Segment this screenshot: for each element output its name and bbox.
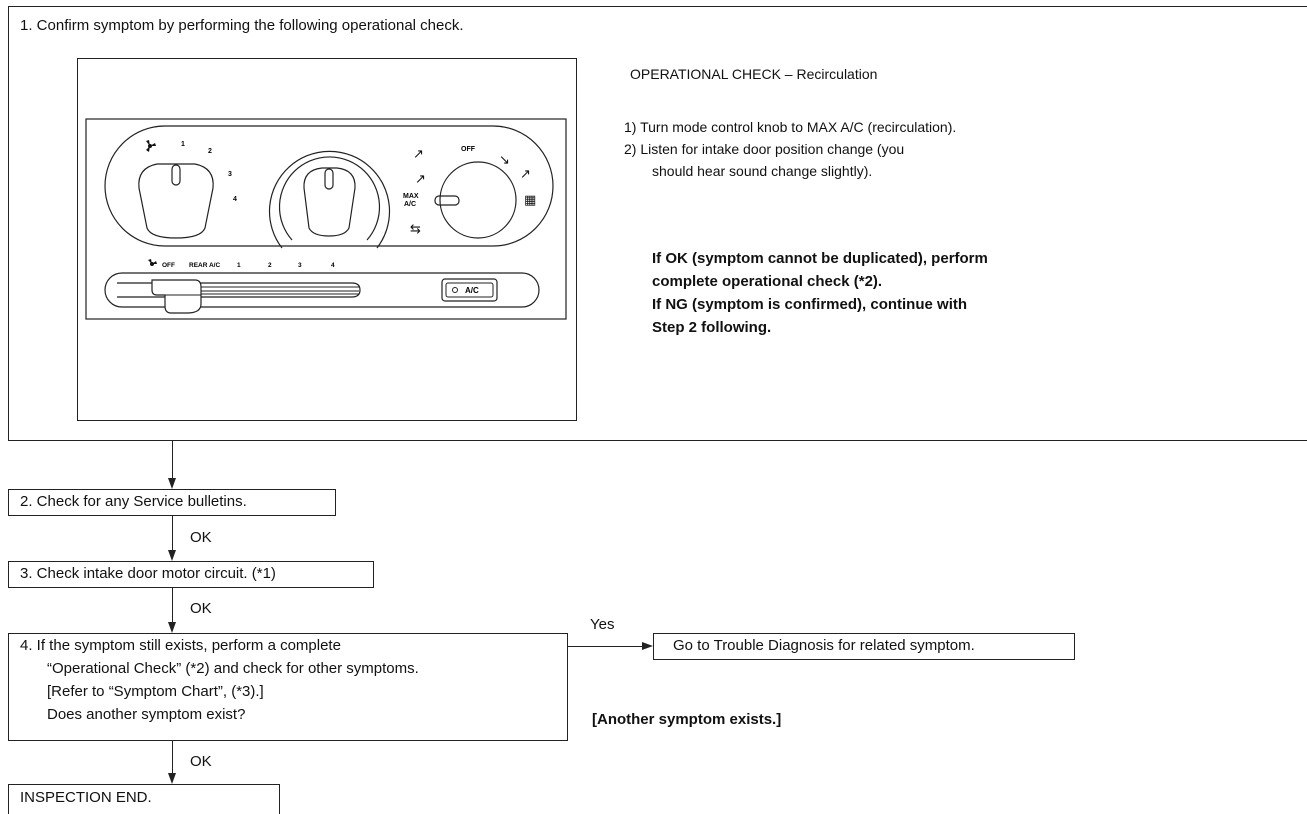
end-text: INSPECTION END. — [20, 789, 152, 806]
arrow-1-2 — [168, 478, 176, 489]
fan-slider — [104, 272, 540, 314]
ok-label-3: OK — [190, 753, 212, 770]
check-item-2: 2) Listen for intake door position chang… — [624, 141, 905, 157]
fan-mark-2: 2 — [208, 148, 212, 155]
mode-ac-label: A/C — [404, 201, 416, 208]
ac-button-label: A/C — [465, 286, 479, 295]
svg-text:⇆: ⇆ — [410, 222, 421, 237]
result-line-1: If OK (symptom cannot be duplicated), pe… — [652, 250, 988, 267]
fan-icon — [146, 140, 156, 152]
step4-line-1: 4. If the symptom still exists, perform … — [20, 637, 341, 654]
connector-2-3 — [172, 516, 173, 551]
arrow-2-3 — [168, 550, 176, 561]
goto-box — [653, 633, 1075, 660]
svg-text:▦: ▦ — [524, 193, 536, 208]
ok-label-1: OK — [190, 529, 212, 546]
fan-mark-3: 3 — [228, 171, 232, 178]
step2-text: 2. Check for any Service bulletins. — [20, 493, 247, 510]
connector-yes — [568, 646, 643, 647]
step3-box — [8, 561, 374, 588]
result-line-4: Step 2 following. — [652, 319, 772, 336]
svg-text:↗: ↗ — [413, 147, 424, 162]
check-item-2-cont: should hear sound change slightly). — [652, 163, 873, 179]
step4-line-3: [Refer to “Symptom Chart”, (*3).] — [47, 683, 264, 700]
arrow-3-4 — [168, 622, 176, 633]
result-line-2: complete operational check (*2). — [652, 273, 883, 290]
svg-text:↗: ↗ — [520, 167, 531, 182]
connector-4-end — [172, 741, 173, 774]
result-line-3: If NG (symptom is confirmed), continue w… — [652, 296, 968, 313]
fan-mark-4: 4 — [233, 196, 237, 203]
end-box — [8, 784, 280, 814]
ac-button — [441, 278, 498, 302]
step2-box — [8, 489, 336, 516]
slider-label-off: OFF — [162, 262, 175, 269]
hvac-control-panel: 1 2 3 4 ↗ ↗ ↘ ↗ ▦ ⇆ OFF MAX A/C OFF REAR… — [85, 118, 567, 320]
slider-label-4: 4 — [331, 262, 335, 269]
fan-mark-1: 1 — [181, 141, 185, 148]
check-title: OPERATIONAL CHECK – Recirculation — [630, 66, 878, 82]
step4-box — [8, 633, 568, 741]
mode-off-label: OFF — [461, 146, 476, 153]
step4-line-2: “Operational Check” (*2) and check for o… — [47, 660, 419, 677]
step1-text: 1. Confirm symptom by performing the fol… — [20, 17, 464, 34]
another-symptom-label: [Another symptom exists.] — [592, 711, 782, 728]
check-item-1: 1) Turn mode control knob to MAX A/C (re… — [624, 119, 957, 135]
connector-1-2 — [172, 441, 173, 479]
slider-label-3: 3 — [298, 262, 302, 269]
svg-text:↘: ↘ — [499, 153, 510, 168]
fan-small-icon — [148, 259, 157, 266]
svg-text:↗: ↗ — [415, 172, 426, 187]
vent-icon: ↗ ↗ ↘ ↗ ▦ ⇆ — [410, 147, 536, 237]
temperature-knob — [268, 150, 391, 249]
arrow-yes — [642, 642, 653, 650]
connector-3-4 — [172, 588, 173, 623]
goto-text: Go to Trouble Diagnosis for related symp… — [673, 637, 975, 654]
slider-label-rear-ac: REAR A/C — [189, 262, 220, 269]
yes-label: Yes — [590, 616, 615, 633]
step4-line-4: Does another symptom exist? — [47, 706, 246, 723]
ok-label-2: OK — [190, 600, 212, 617]
fan-knob — [138, 163, 214, 239]
slider-label-1: 1 — [237, 262, 241, 269]
slider-label-2: 2 — [268, 262, 272, 269]
mode-knob — [434, 161, 517, 239]
mode-max-label: MAX — [403, 193, 419, 200]
arrow-4-end — [168, 773, 176, 784]
step3-text: 3. Check intake door motor circuit. (*1) — [20, 565, 276, 582]
